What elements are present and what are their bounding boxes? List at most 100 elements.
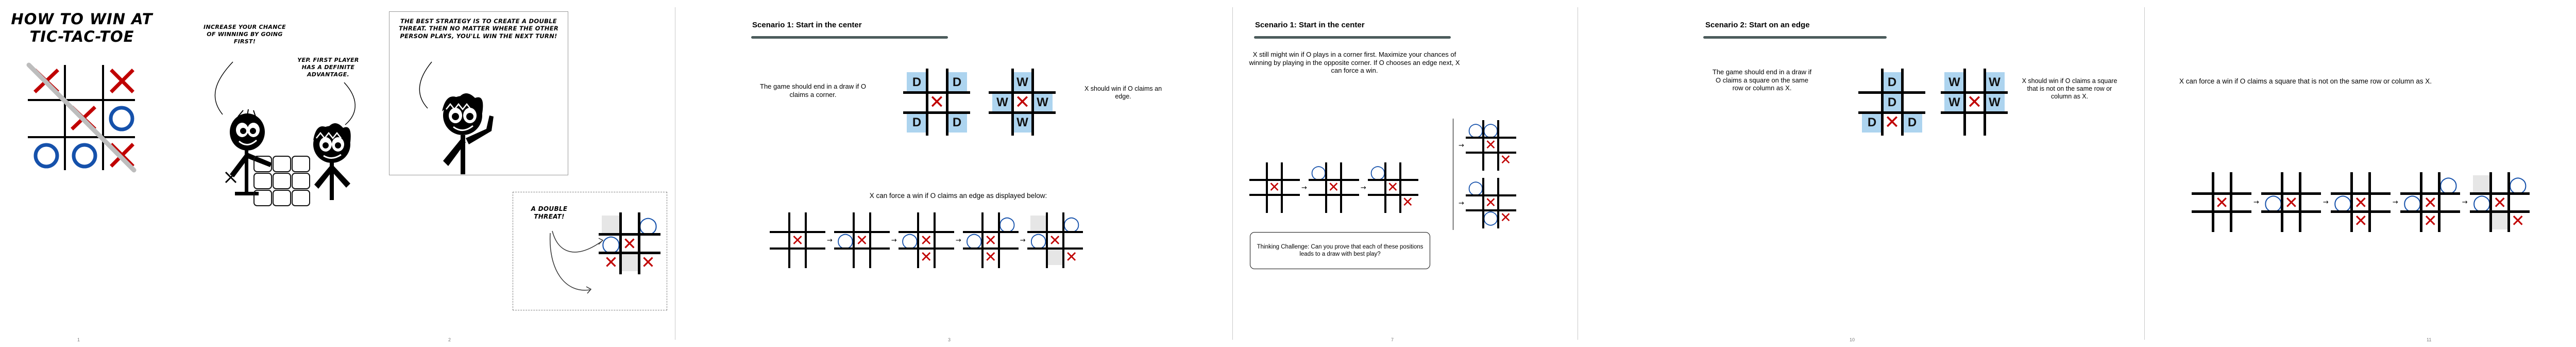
board-cell [1400,165,1415,180]
board-cell [1498,138,1513,153]
board-cell: ✕ [1063,249,1080,265]
board-cell [907,92,927,112]
board-cell [1252,195,1267,210]
sequence-arrow: → [1360,184,1366,192]
board-cell [2403,211,2421,229]
board-cell [2334,175,2352,193]
tic-tac-toe-board: ◯◯✕✕ [2469,172,2530,232]
board-cell [1400,180,1415,195]
board-cell [947,92,967,112]
win-label: W [1989,95,2001,109]
board-cell: ✕ [1483,138,1498,153]
sequence-arrow: → [2323,198,2329,206]
win-label: W [1948,95,1960,109]
board-cell: ✕ [2213,193,2231,211]
draw-label: D [912,115,922,129]
x-mark: ✕ [984,231,997,249]
x-mark: ✕ [2215,192,2229,212]
x-mark: ✕ [1500,152,1512,168]
board-cell [1341,180,1356,195]
board-cell: ✕ [2352,193,2370,211]
o-mark: ◯ [1483,122,1499,138]
win-label: W [1989,75,2001,89]
scenario-note: X should win if O claims an edge. [1084,85,1162,100]
x-mark: ✕ [1402,194,1414,210]
o-mark: ◯ [1483,210,1499,226]
board-cell [2370,211,2388,229]
title-line-2: TIC-TAC-TOE [29,28,134,46]
tic-tac-toe-board: ◯◯✕✕ [962,212,1019,268]
board-cell: ◯ [2509,175,2527,193]
board-cell [902,249,918,265]
board-cell [870,249,887,265]
board-cell: ◯ [965,232,982,249]
tic-tac-toe-board: ◯✕✕ [2330,172,2391,232]
scenario-note: X should win if O claims a square that i… [2022,77,2117,100]
board-cell [773,249,789,265]
board-cell [1468,138,1483,153]
board-cell [639,234,657,253]
sequence-arrow: → [2462,198,2468,206]
board-cell: ◯ [1311,165,1326,180]
board-cell: W [1032,92,1053,112]
board-cell [1985,112,2005,133]
board-cell: ◯ [1483,123,1498,138]
tic-tac-toe-board: ◯◯✕✕ [1027,212,1083,268]
board-cell [2231,175,2249,193]
title-underline [1254,36,1451,39]
sequence-arrow: → [2253,198,2259,206]
x-mark: ✕ [1485,195,1497,211]
board-cell [773,232,789,249]
x-mark: ✕ [1328,179,1340,195]
sequence-arrow: → [1459,199,1464,207]
scenario-panel-s1a: Scenario 1: Start in the center The game… [680,0,1231,347]
board-cell [1282,195,1297,210]
board-cell: ✕ [639,253,657,271]
board-cell [2370,193,2388,211]
board-cell [1032,72,1053,92]
board-cell: ◯ [2403,193,2421,211]
board-cell: ◯ [1370,165,1385,180]
draw-label: D [952,115,962,129]
board-cell [2264,211,2282,229]
x-mark: ✕ [2284,192,2298,212]
win-label: W [1948,75,1960,89]
board-cell [837,249,854,265]
board-cell [902,216,918,232]
board-cell [1902,72,1922,92]
sequence-arrow: → [1459,141,1464,150]
tic-tac-toe-board: ◯✕◯✕ [1465,178,1516,228]
tic-tac-toe-board: ✕ [1249,162,1300,213]
win-label: W [1016,75,1028,89]
board-cell [1047,216,1063,232]
sequence-s1b-branch: →◯◯✕✕→◯✕◯✕ [1453,119,1516,230]
comic-mini-board [253,156,310,206]
board-cell [1267,165,1282,180]
tic-tac-toe-board: ◯◯✕✕ [1465,120,1516,171]
tic-tac-toe-board: ◯✕ [2261,172,2321,232]
page-number: 3 [948,337,951,342]
board-cell: ✕ [2282,193,2300,211]
x-mark: ✕ [855,231,869,249]
board-cell: ✕ [1882,112,1902,133]
draw-label: D [1907,115,1917,129]
board-cell [1326,195,1341,210]
board-cell [935,216,951,232]
board-cell [789,249,806,265]
board-cell: W [1985,72,2005,92]
page-number: 11 [2427,337,2432,342]
board-cell [2403,175,2421,193]
board-cell [2473,211,2491,229]
board-cell: ✕ [1385,180,1400,195]
board-cell [806,216,822,232]
o-mark: ◯ [998,214,1015,233]
draw-label: D [912,75,922,89]
board-cell [1902,92,1922,112]
board-cell: ✕ [620,234,639,253]
page-title: HOW TO WIN AT TIC-TAC-TOE [7,10,157,45]
scenario-panel-s1b: Scenario 1: Start in the center X still … [1236,0,1577,347]
